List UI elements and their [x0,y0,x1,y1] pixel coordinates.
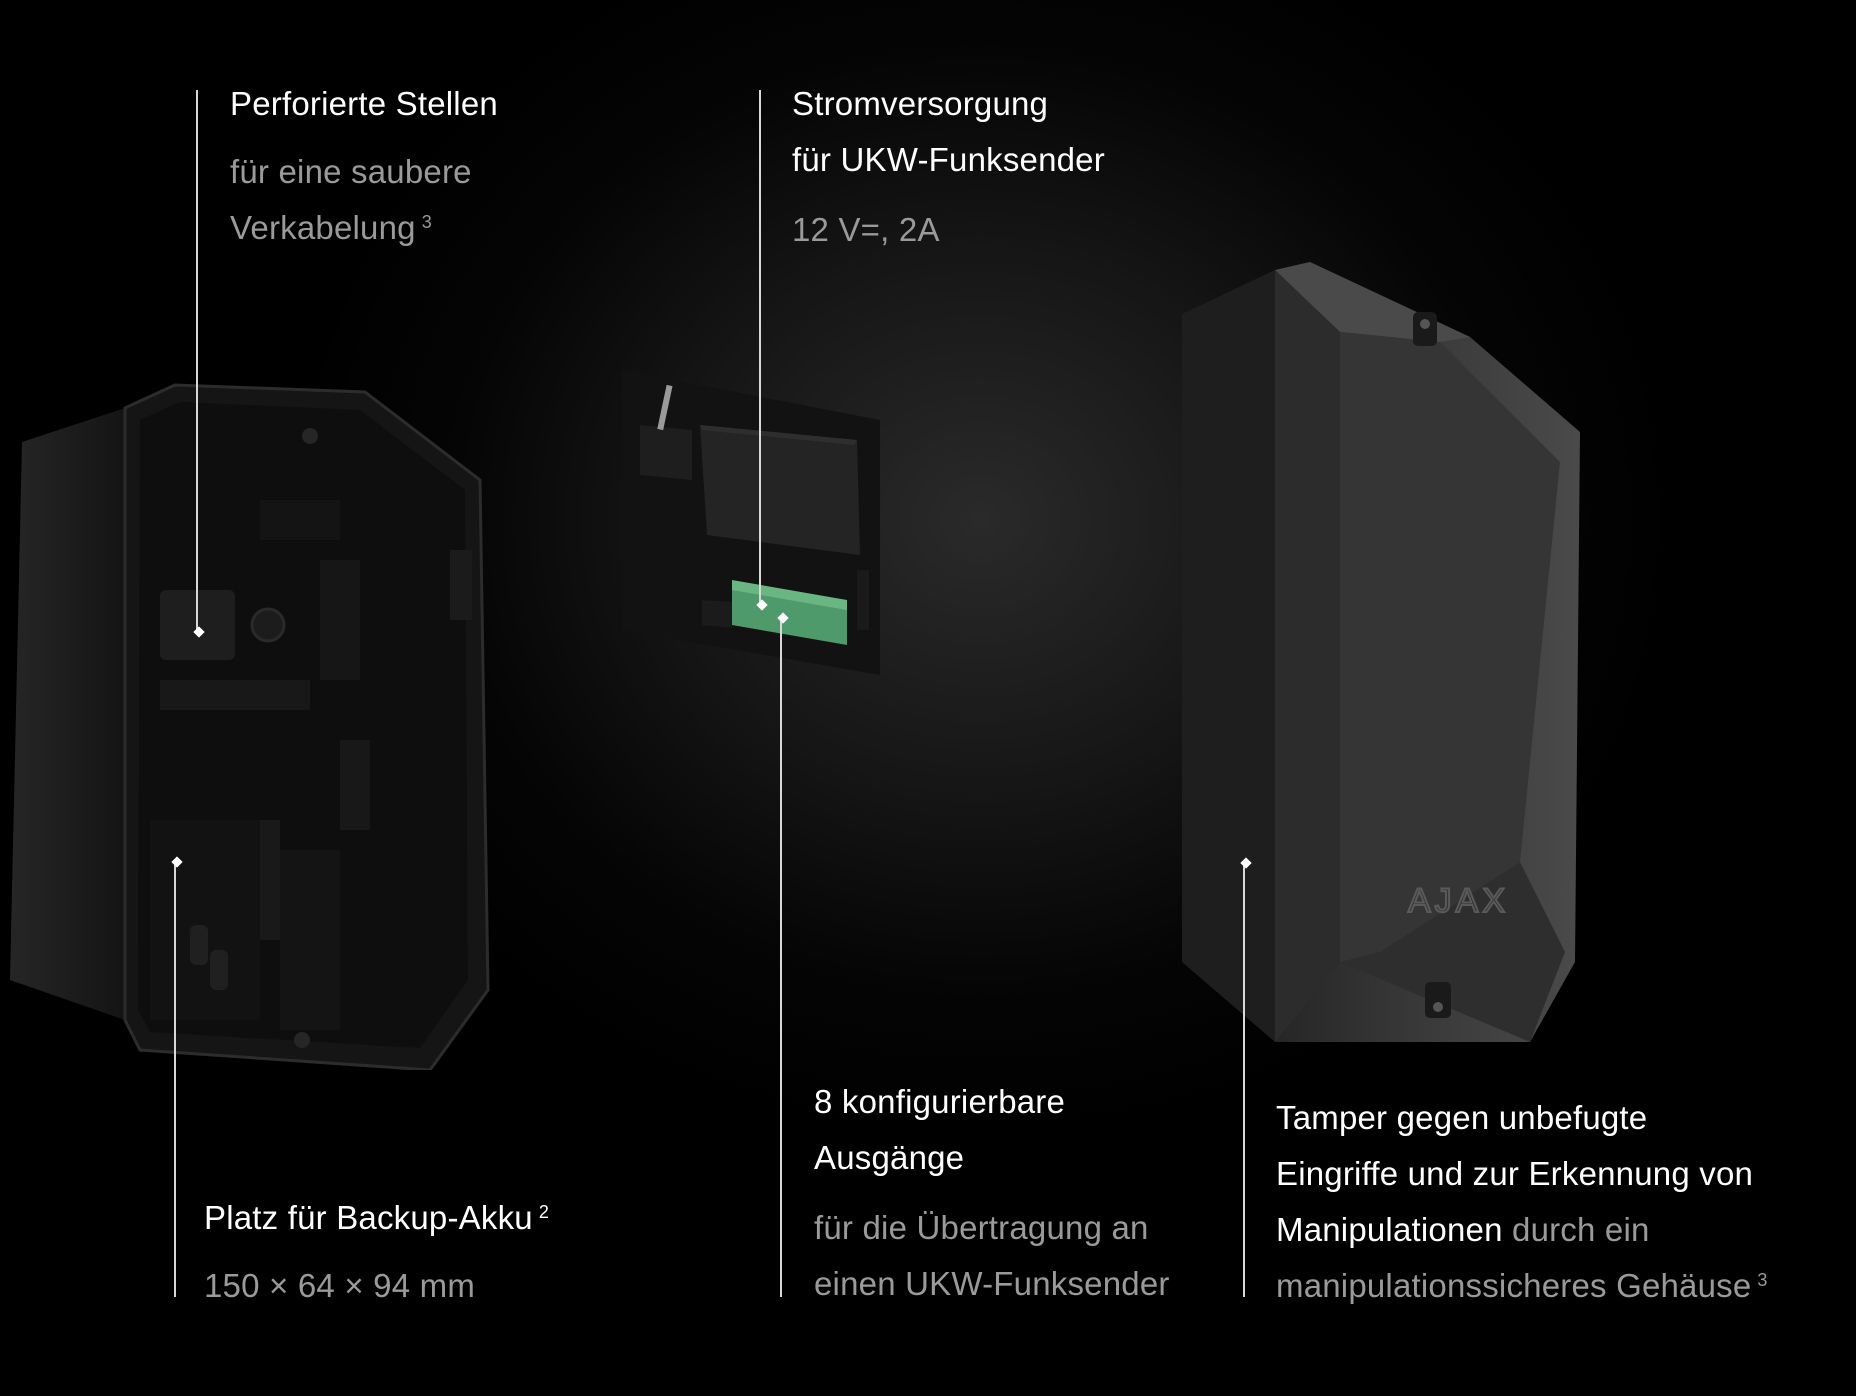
battery-dimensions: 150 × 64 × 94 mm [204,1267,476,1304]
perforations-desc-line1: für eine saubere [230,153,472,190]
outputs-title-line2: Ausgänge [814,1139,965,1176]
tamper-line3: Manipulationen durch ein [1276,1202,1768,1258]
outputs-callout-line [780,618,782,1297]
perforations-desc-line2: Verkabelung [230,209,416,246]
tamper-desc-line4: manipulationssicheres Gehäuse [1276,1267,1752,1304]
closed-enclosure-image: AJAX [1182,262,1580,1042]
power-callout-line [759,90,761,605]
tamper-desc-inline: durch ein [1512,1211,1650,1248]
outputs-callout: 8 konfigurierbare Ausgänge für die Übert… [814,1074,1170,1312]
power-title-line1: Stromversorgung [792,85,1049,122]
perforations-title: Perforierte Stellen [230,85,498,122]
battery-footnote: 2 [538,1202,550,1222]
tamper-title-line1: Tamper gegen unbefugte [1276,1099,1648,1136]
outputs-desc-line2: einen UKW-Funksender [814,1265,1170,1302]
power-title-line2: für UKW-Funksender [792,141,1105,178]
ajax-logo: AJAX [1408,882,1509,920]
tamper-title-line3: Manipulationen [1276,1211,1503,1248]
power-callout: Stromversorgung für UKW-Funksender 12 V=… [792,76,1105,258]
perforations-callout: Perforierte Stellen für eine saubere Ver… [230,76,498,256]
perforations-footnote: 3 [421,212,432,232]
battery-callout-line [174,862,176,1297]
tamper-callout-line [1243,863,1245,1297]
perforations-callout-line [196,90,198,632]
tamper-callout: Tamper gegen unbefugte Eingriffe und zur… [1276,1090,1768,1314]
circuit-board-image [622,370,880,675]
tamper-title-line2: Eingriffe und zur Erkennung von [1276,1155,1754,1192]
outputs-title-line1: 8 konfigurierbare [814,1083,1066,1120]
open-enclosure-image [10,383,490,1070]
battery-title: Platz für Backup-Akku [204,1199,533,1236]
outputs-desc-line1: für die Übertragung an [814,1209,1149,1246]
tamper-footnote: 3 [1757,1270,1768,1290]
power-spec: 12 V=, 2A [792,211,940,248]
